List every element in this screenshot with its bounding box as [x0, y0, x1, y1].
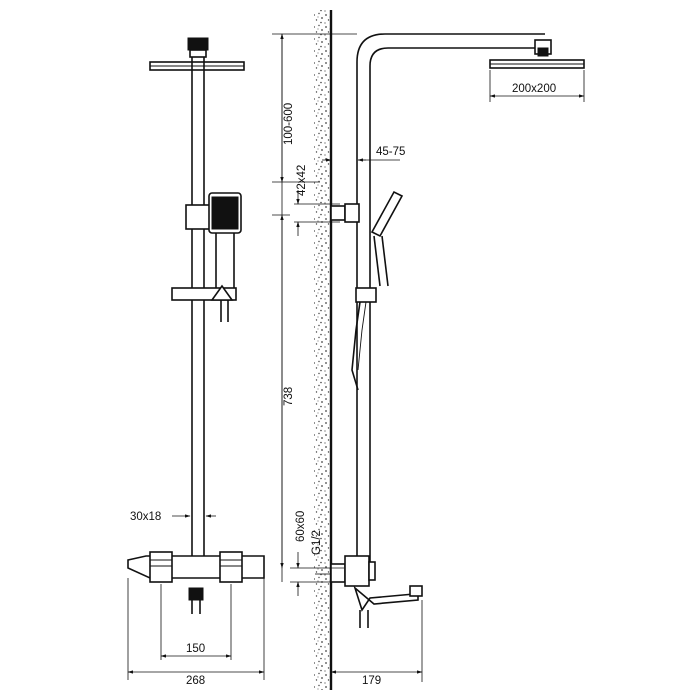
dim-rail-height: 738: [272, 214, 295, 569]
dim-bracket-size: 42x42: [294, 165, 340, 236]
dim-rail-section: 30x18: [130, 511, 216, 523]
side-hand-shower: [370, 190, 404, 287]
thread-label: G1/2: [311, 530, 323, 555]
rail-height-label: 738: [283, 387, 295, 406]
dim-wall-offset: 45-75: [322, 146, 405, 162]
side-mixer: [330, 555, 376, 587]
front-mixer-bar: [127, 551, 265, 583]
dim-inlet-spacing: 150: [160, 584, 232, 660]
side-rain-head: [489, 59, 585, 69]
side-hose: [351, 301, 361, 391]
mixer-width-label: 268: [186, 675, 205, 687]
spout-projection-label: 179: [362, 675, 381, 687]
dim-spout-projection: 179: [330, 600, 423, 687]
dim-mixer-size: 60x60: [290, 511, 344, 596]
arm-drop-label: 100-600: [283, 103, 295, 145]
head-size-label: 200x200: [512, 83, 556, 95]
front-rain-head: [149, 37, 245, 71]
front-slide-holder: [171, 284, 237, 322]
wall-offset-label: 45-75: [376, 146, 405, 158]
front-rail: [191, 57, 205, 560]
wall: [314, 10, 331, 690]
dim-arm-drop: 100-600: [272, 33, 320, 183]
dim-thread: G1/2: [311, 530, 331, 575]
side-bath-spout: [353, 585, 423, 628]
front-upper-bracket: [185, 204, 211, 230]
side-riser-and-arm: [356, 33, 552, 580]
side-view: 100-600 45-75 42x42 738: [272, 10, 585, 690]
front-hand-shower: [208, 192, 242, 288]
front-view: 30x18 150 268: [127, 37, 265, 687]
dim-mixer-width: 268: [127, 578, 265, 687]
dim-head-size: 200x200: [489, 70, 585, 102]
inlet-spacing-label: 150: [186, 643, 205, 655]
front-outlet: [188, 587, 204, 614]
bracket-size-label: 42x42: [296, 165, 308, 196]
mixer-size-label: 60x60: [295, 511, 307, 542]
rail-section-label: 30x18: [130, 511, 161, 523]
side-slide-holder: [355, 287, 377, 303]
side-upper-bracket: [330, 203, 360, 223]
